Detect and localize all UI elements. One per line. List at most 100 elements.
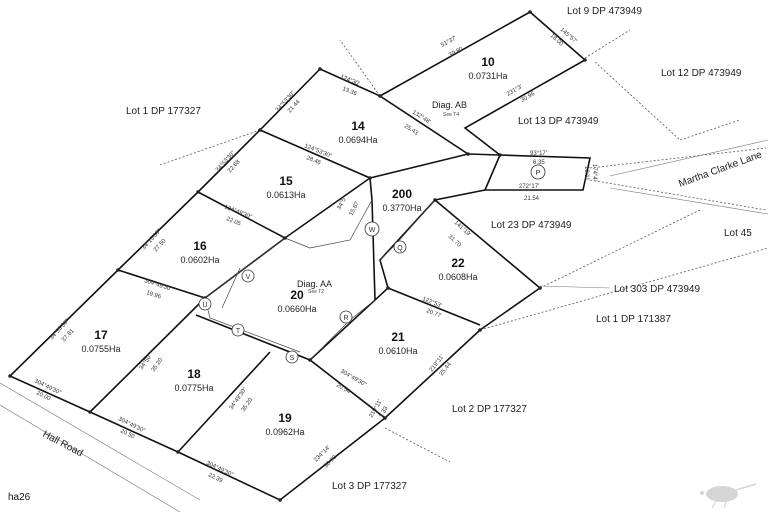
boundary-line <box>384 427 451 463</box>
lot-10-area: 0.0731Ha <box>468 71 507 81</box>
survey-mark <box>258 128 262 132</box>
dim-label: 19.96 <box>145 290 162 301</box>
boundary-17-18 <box>89 297 206 413</box>
road-hall: Hall Road <box>41 429 85 459</box>
adj-lot9: Lot 9 DP 473949 <box>567 6 642 17</box>
lot-21-number: 21 <box>391 330 405 344</box>
dim-label: 18.00 <box>549 33 565 48</box>
dim-label: 272°17' <box>519 184 539 190</box>
lot-22-number: 22 <box>451 256 465 270</box>
dim-label: 1.33 <box>379 405 390 419</box>
lot-21-area: 0.0610Ha <box>378 346 417 356</box>
boundary-line <box>589 179 767 211</box>
diag-ab-label: Diag. AB <box>432 100 467 110</box>
lane-edge <box>609 139 768 177</box>
lot-20-area: 0.0660Ha <box>277 304 316 314</box>
lot-200-area: 0.3770Ha <box>382 203 421 213</box>
dim-label: 174°4' <box>591 164 597 181</box>
lot-200-number: 200 <box>392 187 412 201</box>
easement-v: V <box>246 274 251 281</box>
survey-mark <box>278 498 282 502</box>
easement-q: Q <box>397 245 403 252</box>
lot-14-area: 0.0694Ha <box>338 135 377 145</box>
easement-r: R <box>343 315 348 322</box>
lot-15-area: 0.0613Ha <box>266 190 305 200</box>
boundary-line <box>679 119 741 141</box>
lot-16-area: 0.0602Ha <box>180 255 219 265</box>
boundary-20-21 <box>309 287 389 361</box>
lot-17-number: 17 <box>94 328 108 342</box>
boundary-22-east <box>434 199 541 289</box>
diag-aa-see: See T2 <box>308 289 324 295</box>
boundary-line <box>159 129 261 166</box>
adj-lot13: Lot 13 DP 473949 <box>518 116 599 127</box>
dim-label: 13.36 <box>341 86 358 97</box>
diag-aa-label: Diag. AA <box>297 279 332 289</box>
adj-lot1-177327: Lot 1 DP 177327 <box>126 106 201 117</box>
survey-mark <box>383 416 387 420</box>
dim-label: 22.05 <box>225 216 242 227</box>
boundary-10-14 <box>379 95 469 155</box>
lot-19-number: 19 <box>278 411 292 425</box>
lot-labels: 10 0.0731Ha 14 0.0694Ha 15 0.0613Ha 200 … <box>81 55 507 437</box>
leader-line <box>539 285 611 289</box>
easement-p: P <box>536 170 541 177</box>
lot-10-number: 10 <box>481 55 495 69</box>
survey-mark <box>528 10 532 14</box>
lot-18-area: 0.0775Ha <box>174 383 213 393</box>
dim-label: 21.54 <box>524 196 540 202</box>
adj-lot45: Lot 45 <box>724 228 752 239</box>
boundary-line <box>594 61 681 141</box>
boundary-200-22 <box>379 189 486 289</box>
adj-lot3: Lot 3 DP 177327 <box>332 481 407 492</box>
survey-mark <box>498 153 502 157</box>
easement-markers: P W Q U V T S R <box>198 164 546 364</box>
adj-lot2: Lot 2 DP 177327 <box>452 404 527 415</box>
lot-16-number: 16 <box>193 239 207 253</box>
boundary-18-19 <box>177 351 271 453</box>
boundary-line <box>584 29 631 59</box>
survey-mark <box>116 268 120 272</box>
boundary-line <box>479 247 768 331</box>
adj-lot12: Lot 12 DP 473949 <box>661 68 742 79</box>
easement-t: T <box>236 328 241 335</box>
survey-mark <box>583 58 587 62</box>
boundary-14-15 <box>259 129 501 179</box>
survey-mark <box>8 374 12 378</box>
dim-label: 51°37' <box>440 36 458 49</box>
dim-label: 20.77 <box>425 308 442 319</box>
lot-18-number: 18 <box>187 367 201 381</box>
lot-19-area: 0.0962Ha <box>265 427 304 437</box>
dim-label: 93°17' <box>530 151 547 157</box>
dim-label: 6.35 <box>533 160 545 166</box>
road-edge <box>0 382 201 501</box>
boundary-line <box>339 39 381 97</box>
dim-label: 20.00 <box>35 390 52 402</box>
survey-mark <box>196 190 200 194</box>
row-line <box>284 199 373 249</box>
adj-lot23: Lot 23 DP 473949 <box>491 220 572 231</box>
dim-label: 20.54 <box>335 383 352 396</box>
survey-marks <box>8 10 587 502</box>
easement-w: W <box>369 227 376 234</box>
dim-label: 30.96 <box>520 91 537 104</box>
adj-lot1-171387: Lot 1 DP 171387 <box>596 314 671 325</box>
lot-17-area: 0.0755Ha <box>81 344 120 354</box>
lot-14-number: 14 <box>351 119 365 133</box>
survey-mark <box>538 286 542 290</box>
dim-label: 22.39 <box>207 472 224 484</box>
dim-label: 31.70 <box>447 234 463 249</box>
survey-mark <box>283 236 287 240</box>
boundary-lot-p <box>483 154 591 191</box>
dim-label: 35.20 <box>241 397 255 413</box>
dimension-labels: 51°37' 39.80 145°57' 18.00 231°3' 30.96 … <box>33 27 597 485</box>
adjacent-boundaries <box>159 29 768 463</box>
lot-22-area: 0.0608Ha <box>438 272 477 282</box>
dim-label: 20.50 <box>119 428 136 440</box>
survey-mark <box>368 176 372 180</box>
survey-mark <box>378 94 382 98</box>
road-martha-clarke: Martha Clarke Lane <box>677 149 764 190</box>
diag-ab-see: See T4 <box>443 112 459 118</box>
kiwi-watermark-icon <box>700 483 757 509</box>
